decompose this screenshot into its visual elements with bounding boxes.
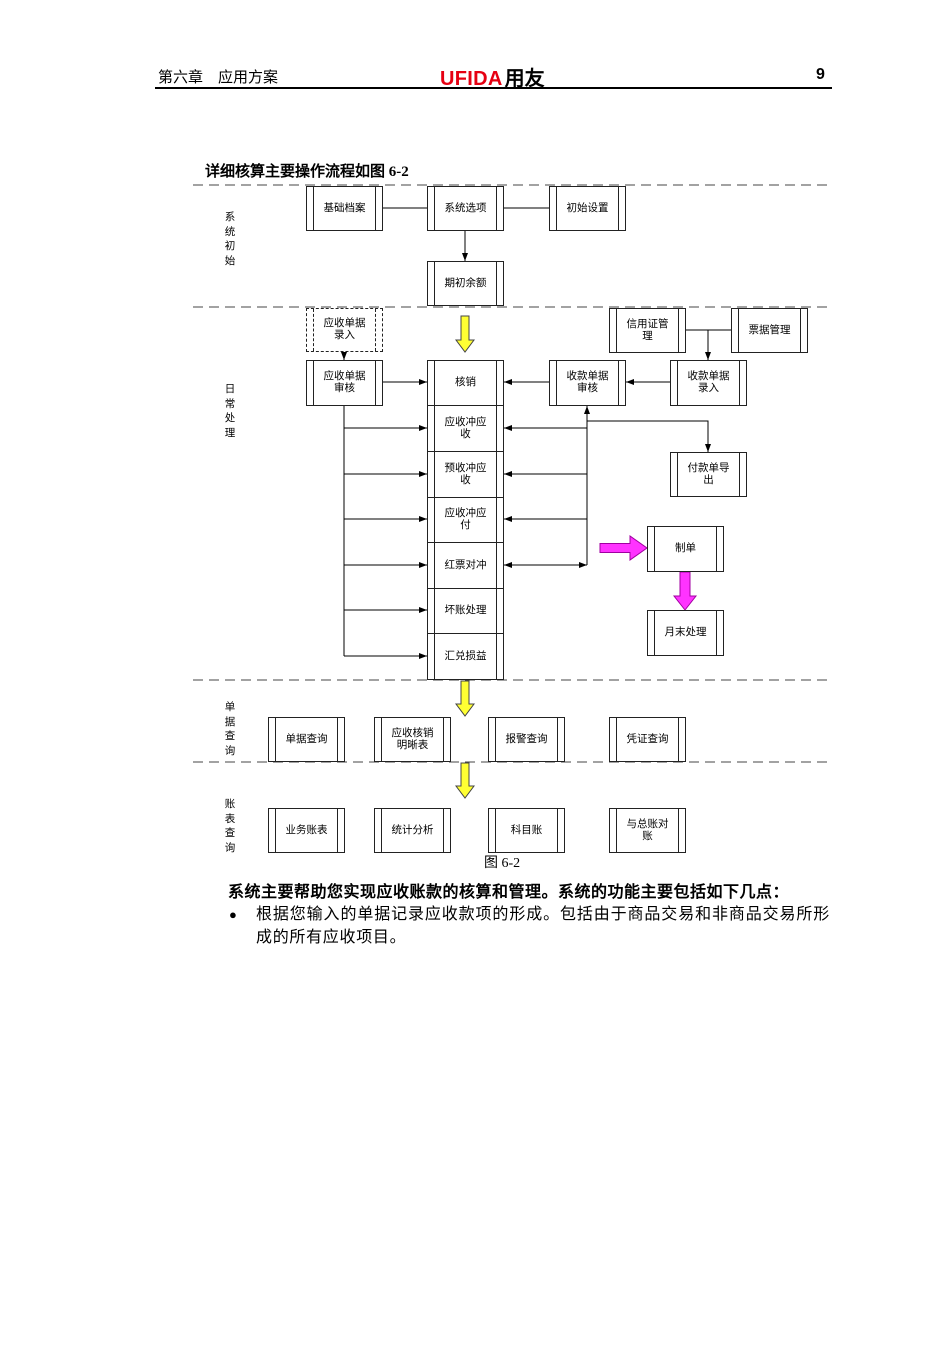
node-label-make-voucher: 制单 bbox=[674, 543, 696, 554]
chapter-title: 第六章 应用方案 bbox=[158, 70, 279, 86]
node-label-red-invoice-offset: 红票对冲 bbox=[444, 559, 487, 571]
figure-caption: 图 6-2 bbox=[484, 856, 521, 871]
node-label-reconcile-gl: 与总账对账 bbox=[626, 818, 669, 842]
node-system-options: 系统选项 bbox=[427, 186, 504, 231]
section-label-report-query: 账表查询 bbox=[224, 799, 236, 854]
node-label-receipt-audit: 收款单据审核 bbox=[566, 371, 609, 394]
node-business-reports: 业务账表 bbox=[268, 808, 345, 853]
node-red-invoice-offset: 红票对冲 bbox=[427, 542, 504, 589]
node-month-end: 月末处理 bbox=[647, 610, 724, 656]
node-label-basic-archives: 基础档案 bbox=[323, 202, 366, 214]
node-label-alert-query: 报警查询 bbox=[505, 733, 548, 745]
yellow-down-arrow-icon bbox=[455, 680, 475, 717]
node-label-statistical-analysis: 统计分析 bbox=[391, 824, 434, 836]
node-statistical-analysis: 统计分析 bbox=[374, 808, 451, 853]
node-label-exchange-gain-loss: 汇兑损益 bbox=[444, 650, 487, 662]
flow-intro-heading: 详细核算主要操作流程如图 6-2 bbox=[205, 164, 409, 180]
node-opening-balance: 期初余额 bbox=[427, 261, 504, 306]
node-label-month-end: 月末处理 bbox=[664, 627, 707, 638]
flow-lines bbox=[341, 207, 731, 659]
node-initial-settings: 初始设置 bbox=[549, 186, 626, 231]
magenta-right-arrow-icon bbox=[599, 535, 648, 561]
node-alert-query: 报警查询 bbox=[488, 717, 565, 762]
node-label-receivable-entry: 应收单据录入 bbox=[323, 318, 366, 341]
yellow-down-arrow-icon bbox=[455, 762, 475, 799]
node-bad-debt: 坏账处理 bbox=[427, 588, 504, 634]
summary-paragraph: 系统主要帮助您实现应收账款的核算和管理。系统的功能主要包括如下几点： bbox=[228, 884, 790, 901]
node-writeoff-detail: 应收核销明晰表 bbox=[374, 717, 451, 762]
node-label-voucher-query: 凭证查询 bbox=[626, 733, 669, 745]
node-prepay-offset-ar: 预收冲应收 bbox=[427, 451, 504, 498]
section-dividers bbox=[193, 184, 830, 763]
node-label-system-options: 系统选项 bbox=[444, 202, 487, 214]
node-label-business-reports: 业务账表 bbox=[285, 824, 328, 836]
bullet-item-text: 根据您输入的单据记录应收款项的形成。包括由于商品交易和非商品交易所形成的所有应收… bbox=[256, 906, 830, 946]
section-label-daily-processing: 日常处理 bbox=[224, 384, 236, 439]
node-label-ar-offset-ar: 应收冲应收 bbox=[444, 416, 487, 440]
node-ar-offset-ap: 应收冲应付 bbox=[427, 497, 504, 543]
node-ar-offset-ar: 应收冲应收 bbox=[427, 405, 504, 452]
node-label-writeoff-detail: 应收核销明晰表 bbox=[391, 727, 434, 751]
node-subject-ledger: 科目账 bbox=[488, 808, 565, 853]
node-exchange-gain-loss: 汇兑损益 bbox=[427, 633, 504, 680]
node-reconcile-gl: 与总账对账 bbox=[609, 808, 686, 853]
node-label-subject-ledger: 科目账 bbox=[510, 824, 543, 836]
node-label-prepay-offset-ar: 预收冲应收 bbox=[444, 462, 487, 486]
node-receipt-entry: 收款单据录入 bbox=[670, 360, 747, 406]
node-notes-management: 票据管理 bbox=[731, 308, 808, 353]
node-receipt-audit: 收款单据审核 bbox=[549, 360, 626, 406]
node-basic-archives: 基础档案 bbox=[306, 186, 383, 231]
logo-chinese: 用友 bbox=[504, 68, 545, 90]
node-doc-query: 单据查询 bbox=[268, 717, 345, 762]
section-label-document-query: 单据查询 bbox=[224, 702, 236, 757]
node-label-write-off: 核销 bbox=[454, 377, 476, 388]
node-label-doc-query: 单据查询 bbox=[285, 733, 328, 745]
bullet-icon: ● bbox=[229, 907, 237, 922]
node-label-ar-offset-ap: 应收冲应付 bbox=[444, 508, 487, 531]
node-label-opening-balance: 期初余额 bbox=[444, 277, 487, 289]
node-voucher-query: 凭证查询 bbox=[609, 717, 686, 762]
node-label-receivable-audit: 应收单据审核 bbox=[323, 371, 366, 394]
node-label-receipt-entry: 收款单据录入 bbox=[687, 371, 730, 394]
node-receivable-entry: 应收单据录入 bbox=[306, 308, 383, 352]
section-label-initialization: 系统初始 bbox=[224, 212, 236, 267]
node-letter-of-credit: 信用证管理 bbox=[609, 308, 686, 353]
magenta-down-arrow-icon bbox=[672, 571, 698, 611]
arrow-to-payment-export bbox=[587, 420, 711, 452]
page-number: 9 bbox=[816, 66, 825, 83]
node-label-letter-of-credit: 信用证管理 bbox=[626, 318, 669, 342]
node-receivable-audit: 应收单据审核 bbox=[306, 360, 383, 406]
node-label-bad-debt: 坏账处理 bbox=[444, 605, 487, 616]
logo-latin: UFIDA bbox=[440, 68, 503, 90]
node-label-initial-settings: 初始设置 bbox=[566, 202, 609, 214]
node-make-voucher: 制单 bbox=[647, 526, 724, 572]
header-rule bbox=[155, 87, 832, 89]
node-write-off: 核销 bbox=[427, 360, 504, 406]
node-label-notes-management: 票据管理 bbox=[748, 324, 791, 336]
yellow-down-arrow-icon bbox=[455, 315, 475, 353]
node-label-payment-export: 付款单导出 bbox=[687, 462, 730, 486]
node-payment-export: 付款单导出 bbox=[670, 452, 747, 497]
